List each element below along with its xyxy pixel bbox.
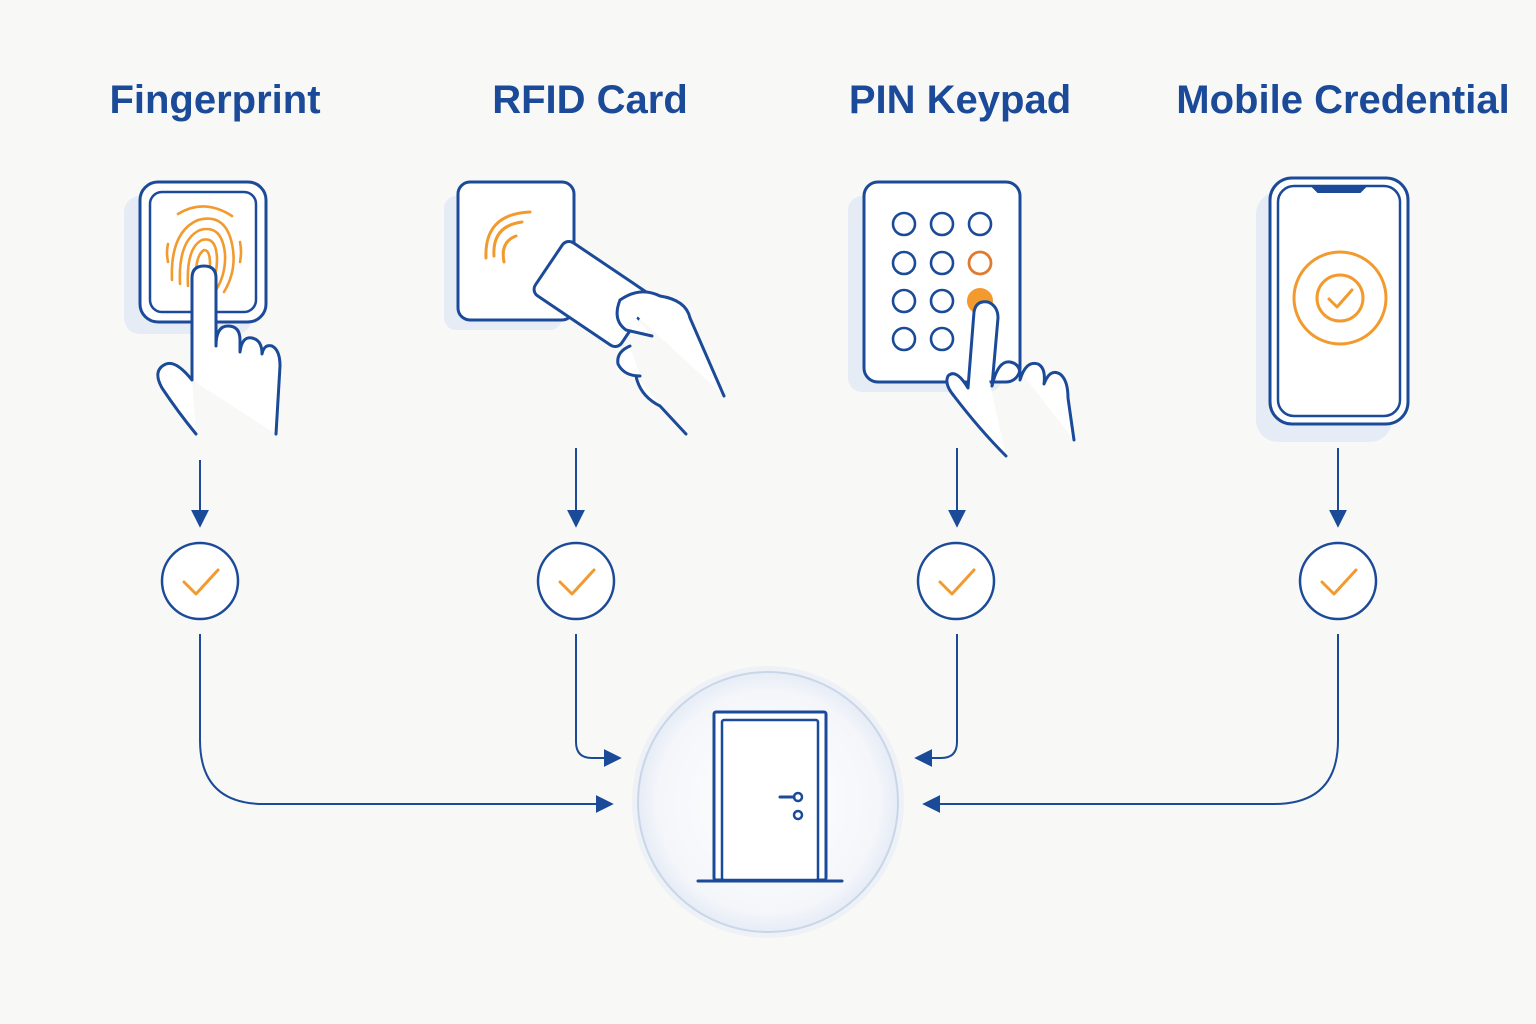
smartphone-icon bbox=[1256, 176, 1410, 442]
holding-hand bbox=[615, 290, 726, 436]
keypad-buttons bbox=[891, 211, 993, 352]
rfid-connector bbox=[575, 634, 622, 767]
rfid-card-title: RFID Card bbox=[492, 78, 688, 122]
pointing-hand bbox=[156, 264, 282, 436]
pressing-hand bbox=[945, 300, 1076, 458]
pin-keypad-icon bbox=[848, 180, 1076, 458]
pin-keypad-title: PIN Keypad bbox=[848, 78, 1072, 122]
mobile-connector bbox=[922, 634, 1339, 813]
fingerprint-title: Fingerprint bbox=[109, 78, 321, 122]
mobile-verified-icon bbox=[1298, 541, 1378, 621]
fingerprint-scanner-icon bbox=[124, 180, 282, 436]
rfid-card-reader-icon bbox=[444, 180, 726, 436]
pin-connector bbox=[914, 634, 958, 767]
flow-arrows-down bbox=[191, 448, 1347, 528]
fingerprint-verified-icon bbox=[160, 541, 240, 621]
mobile-credential-title: Mobile Credential bbox=[1176, 78, 1510, 122]
rfid-verified-icon bbox=[536, 541, 616, 621]
checkmark-circle-icon bbox=[160, 541, 1378, 621]
highlighted-key bbox=[967, 250, 993, 276]
door-lock bbox=[792, 809, 804, 821]
fingerprint-connector bbox=[199, 634, 614, 813]
mobile-verified-ring bbox=[1292, 250, 1388, 346]
contactless-waves bbox=[484, 210, 532, 264]
mobile-checkmark bbox=[1327, 288, 1354, 309]
door-icon bbox=[632, 666, 904, 938]
flow-connectors bbox=[199, 634, 1339, 813]
pin-verified-icon bbox=[916, 541, 996, 621]
